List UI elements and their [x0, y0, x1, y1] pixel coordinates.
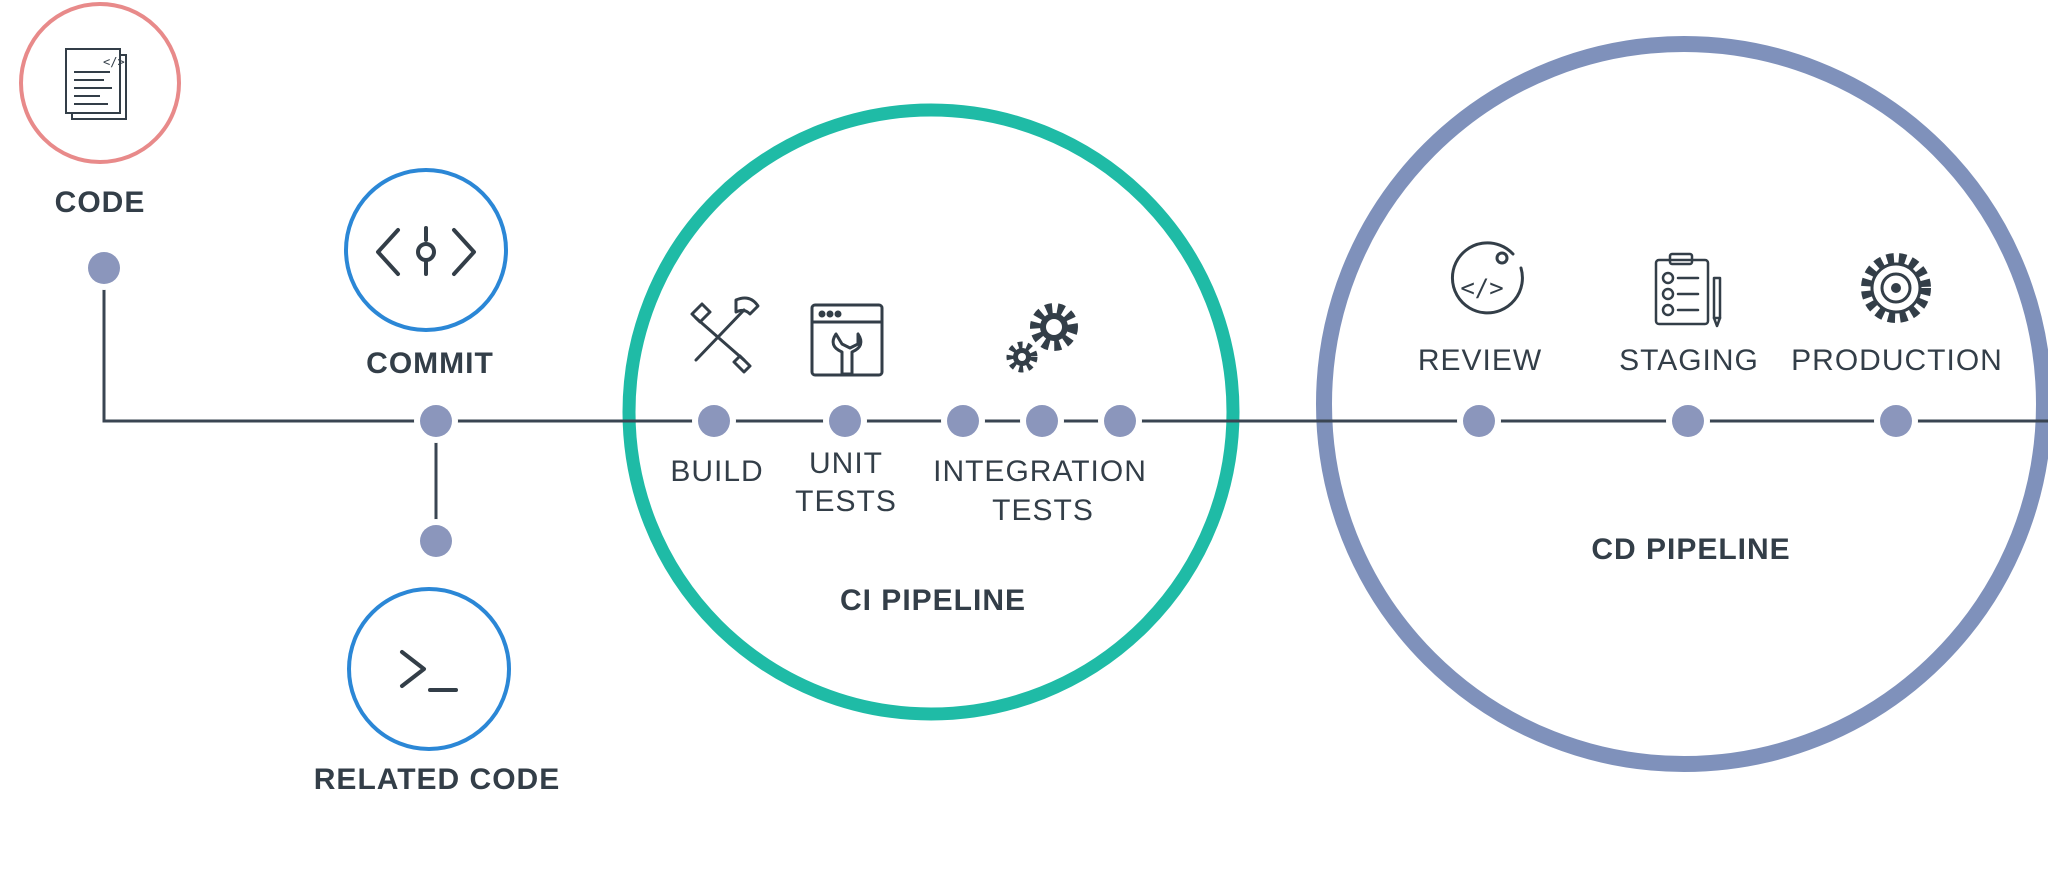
node-staging — [1666, 399, 1710, 443]
hammer-wrench-icon — [690, 296, 760, 374]
commit-circle — [344, 168, 508, 332]
ci-pipeline-label: CI PIPELINE — [840, 584, 1026, 617]
cd-pipeline-circle — [1316, 36, 2048, 772]
node-integration-2 — [1020, 399, 1064, 443]
code-review-icon: </> — [1450, 241, 1524, 315]
production-label: PRODUCTION — [1791, 344, 2003, 377]
node-build — [692, 399, 736, 443]
clipboard-checklist-icon — [1654, 252, 1722, 328]
cd-pipeline-label: CD PIPELINE — [1591, 533, 1790, 566]
build-label: BUILD — [670, 455, 763, 488]
node-code — [82, 246, 126, 290]
review-label: REVIEW — [1418, 344, 1542, 377]
browser-wrench-icon — [810, 303, 884, 377]
svg-text:</>: </> — [103, 55, 125, 69]
code-document-icon: </> — [65, 48, 127, 120]
unit-tests-label-line1: UNIT — [809, 447, 883, 480]
node-review — [1457, 399, 1501, 443]
node-unit-tests — [823, 399, 867, 443]
gear-icon — [1861, 253, 1931, 323]
integration-tests-label-line1: INTEGRATION — [933, 455, 1147, 488]
node-production — [1874, 399, 1918, 443]
commit-code-icon — [376, 226, 476, 276]
node-related-code — [414, 519, 458, 563]
unit-tests-label-line2: TESTS — [795, 485, 897, 518]
gears-icon — [1006, 303, 1078, 373]
ci-pipeline-circle — [622, 103, 1240, 721]
commit-label: COMMIT — [366, 347, 494, 380]
node-commit — [414, 399, 458, 443]
staging-label: STAGING — [1619, 344, 1759, 377]
terminal-prompt-icon — [400, 650, 458, 692]
node-integration-1 — [941, 399, 985, 443]
integration-tests-label-line2: TESTS — [992, 494, 1094, 527]
node-integration-3 — [1098, 399, 1142, 443]
related-code-label: RELATED CODE — [314, 763, 560, 796]
code-label: CODE — [55, 186, 146, 219]
code-connector-line — [102, 268, 2048, 423]
related-code-circle — [347, 587, 511, 751]
svg-text:</>: </> — [1460, 274, 1503, 302]
